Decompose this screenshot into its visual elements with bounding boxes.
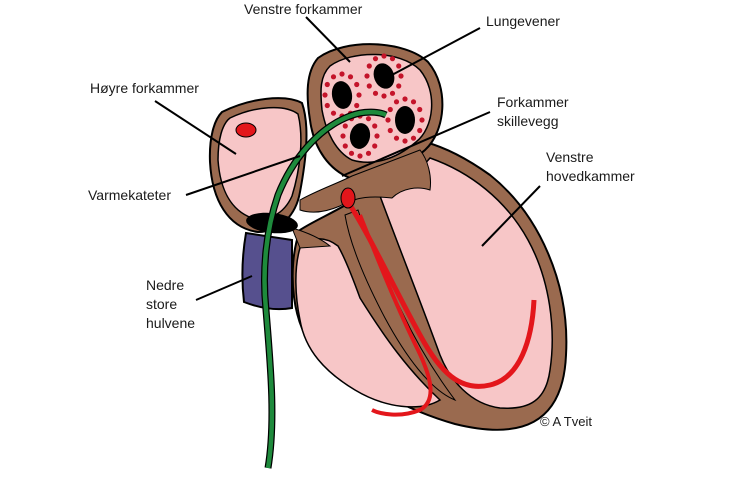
- label-left-ventricle: Venstre hovedkammer: [546, 149, 635, 184]
- vein-dot: [396, 63, 402, 69]
- vein-dot: [342, 143, 348, 149]
- label-inferior-vena-cava: Nedre store hulvene: [146, 277, 196, 331]
- vein-dot: [381, 53, 387, 59]
- vein-dot: [372, 56, 379, 62]
- left-ventricle-chamber: [379, 157, 553, 409]
- vein-dot: [419, 117, 425, 123]
- vein-dot: [366, 63, 372, 69]
- pulmonary-vein-opening: [364, 53, 404, 99]
- leader-left-atrium: [305, 16, 351, 63]
- vein-dot: [347, 74, 354, 80]
- vein-dot: [348, 150, 355, 156]
- vein-dot: [372, 90, 379, 96]
- vein-dot: [322, 92, 328, 98]
- vein-dot: [365, 116, 372, 122]
- left-atrium-chamber: [320, 53, 433, 163]
- vein-dot: [387, 106, 393, 113]
- vein-dot: [324, 102, 330, 109]
- pulmonary-vein-opening: [385, 96, 425, 144]
- vein-dot: [357, 153, 363, 159]
- vein-dot: [389, 90, 396, 96]
- label-right-atrium: Høyre forkammer: [90, 80, 199, 96]
- vein-dot: [330, 110, 337, 116]
- vein-hole: [395, 106, 415, 134]
- vein-dot: [417, 106, 423, 113]
- leader-pulmonary-veins: [389, 27, 481, 77]
- atrial-septum-wall: [299, 149, 431, 213]
- vein-dot: [410, 99, 417, 105]
- leader-atrial-septum: [341, 111, 491, 177]
- vein-dot: [372, 123, 378, 129]
- vein-dot: [393, 135, 400, 141]
- right-atrium-chamber: [217, 106, 302, 220]
- vein-dot: [340, 133, 346, 139]
- right-ventricle-chamber: [295, 238, 442, 408]
- conduction-branch: [358, 214, 433, 417]
- vein-dot: [354, 102, 360, 109]
- vein-hole: [331, 81, 353, 109]
- vein-dot: [374, 133, 380, 139]
- vein-dot: [364, 73, 370, 79]
- conduction-line: [347, 203, 537, 389]
- leader-left-ventricle: [481, 185, 541, 247]
- sinus-node: [235, 122, 257, 138]
- vein-dot: [393, 99, 400, 105]
- vein-dot: [381, 93, 387, 99]
- vein-dot: [398, 73, 404, 79]
- copyright-text: © A Tveit: [540, 414, 592, 429]
- vein-dot: [354, 81, 360, 88]
- label-atrial-septum: Forkammer skillevegg: [497, 94, 569, 129]
- vein-dot: [402, 138, 408, 144]
- vein-dot: [342, 123, 348, 129]
- leader-vena-cava: [195, 275, 253, 301]
- vein-hole: [373, 63, 395, 89]
- vein-dot: [385, 117, 391, 123]
- vein-dot: [417, 127, 423, 134]
- label-pulmonary-veins: Lungevener: [486, 13, 560, 29]
- leader-right-atrium: [154, 100, 237, 155]
- av-node: [340, 187, 356, 209]
- vein-dot: [410, 135, 417, 141]
- leader-catheter: [185, 155, 301, 196]
- vein-hole: [349, 123, 371, 149]
- label-left-atrium: Venstre forkammer: [244, 1, 363, 17]
- vein-dot: [389, 56, 396, 62]
- vein-dot: [396, 83, 402, 89]
- vein-dot: [324, 81, 330, 88]
- vein-dot: [356, 92, 362, 98]
- valve-flap: [291, 227, 332, 249]
- vein-dot: [366, 83, 372, 89]
- label-heating-catheter: Varmekateter: [88, 187, 171, 203]
- vein-dot: [402, 96, 408, 102]
- heating-catheter-core: [262, 109, 388, 469]
- vein-dot: [387, 127, 393, 134]
- vein-dot: [365, 150, 372, 156]
- pulmonary-vein-opening: [322, 71, 362, 119]
- vein-dot: [372, 143, 378, 149]
- pulmonary-vein-group: [322, 53, 425, 159]
- vein-dot: [330, 74, 337, 80]
- vein-dot: [339, 71, 345, 77]
